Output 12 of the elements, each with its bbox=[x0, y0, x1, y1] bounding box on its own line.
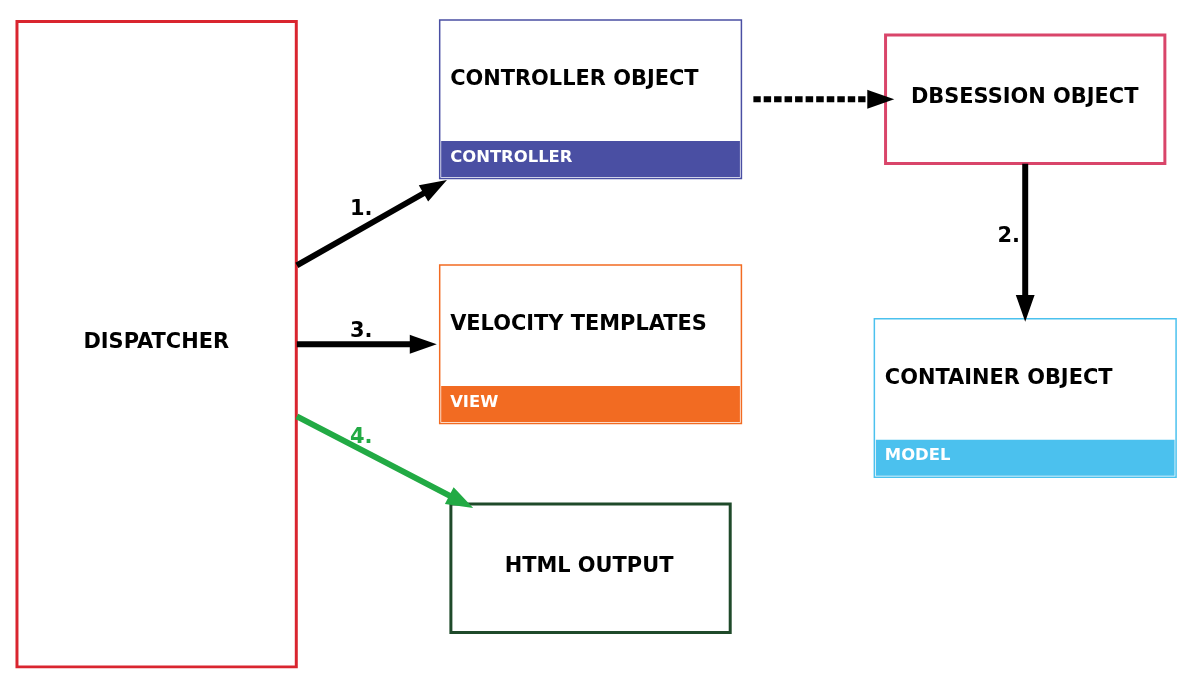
edge-label: 4. bbox=[349, 424, 373, 449]
edge-label: 1. bbox=[349, 195, 373, 220]
arrow bbox=[1015, 163, 1035, 322]
arrow bbox=[294, 180, 447, 268]
arrow bbox=[752, 89, 894, 109]
node-box: HTML OUTPUT bbox=[448, 502, 732, 634]
edge-label: 3. bbox=[349, 318, 373, 343]
edge-label: 2. bbox=[997, 223, 1020, 248]
node-box: DISPATCHER bbox=[14, 20, 298, 669]
arrow bbox=[294, 413, 473, 509]
arrow bbox=[296, 334, 437, 354]
node-box: DBSESSION OBJECT bbox=[883, 33, 1166, 165]
